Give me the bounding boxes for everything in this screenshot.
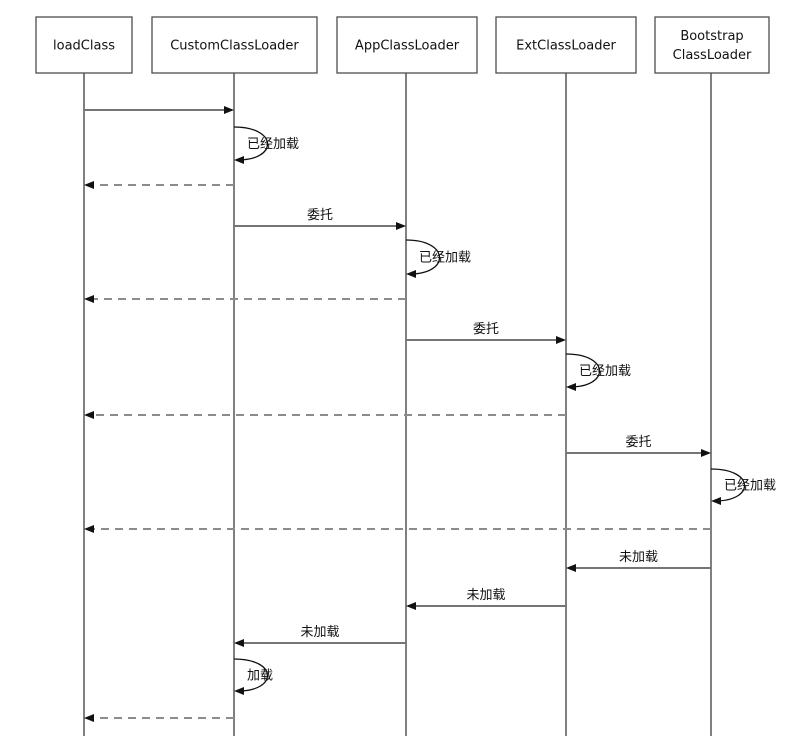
participant-label-line: Bootstrap [680,29,743,44]
message-label: 委托 [473,322,499,337]
self-message-arc [710,468,746,502]
arrowhead-left-icon [406,270,416,278]
participant-label-line: loadClass [53,39,115,54]
participant-box-extclassloader [495,16,637,74]
arrowhead-right-icon [556,336,566,344]
arrowhead-right-icon [224,106,234,114]
participant-box-customclassloader [151,16,318,74]
arrowhead-left-icon [566,383,576,391]
message-label: 未加载 [466,588,505,603]
participant-label-customclassloader: CustomClassLoader [170,39,299,54]
arrowhead-left-icon [566,564,576,572]
participant-box-loadclass [35,16,133,74]
participant-label-line: CustomClassLoader [170,39,299,54]
arrowhead-left-icon [84,714,94,722]
participant-label-appclassloader: AppClassLoader [355,39,460,54]
arrowhead-left-icon [84,295,94,303]
self-message-label: 已经加载 [724,479,776,494]
message-label: 未加载 [619,550,658,565]
arrowhead-left-icon [84,411,94,419]
self-message-label: 加载 [247,669,273,684]
self-message-arc [233,658,269,692]
self-message-label: 已经加载 [419,251,471,266]
arrowhead-right-icon [396,222,406,230]
self-message-arc [233,126,269,161]
self-message-arc [405,239,441,275]
self-message-arc [565,353,601,388]
participant-label-line: ExtClassLoader [516,39,616,54]
arrowhead-left-icon [234,639,244,647]
message-label: 委托 [307,208,333,223]
participant-label-line: AppClassLoader [355,39,460,54]
message-label: 委托 [625,435,651,450]
arrowhead-right-icon [701,449,711,457]
participant-label-line: ClassLoader [673,48,752,63]
arrowhead-left-icon [234,687,244,695]
arrowhead-left-icon [234,156,244,164]
message-label: 未加载 [300,625,339,640]
participant-box-bootstrapclassloader [654,16,770,74]
arrowhead-left-icon [84,181,94,189]
arrowhead-left-icon [84,525,94,533]
participant-box-appclassloader [336,16,478,74]
arrowhead-left-icon [711,497,721,505]
participant-label-loadclass: loadClass [53,39,115,54]
self-message-label: 已经加载 [247,137,299,152]
participant-label-extclassloader: ExtClassLoader [516,39,616,54]
arrowhead-left-icon [406,602,416,610]
self-message-label: 已经加载 [579,364,631,379]
